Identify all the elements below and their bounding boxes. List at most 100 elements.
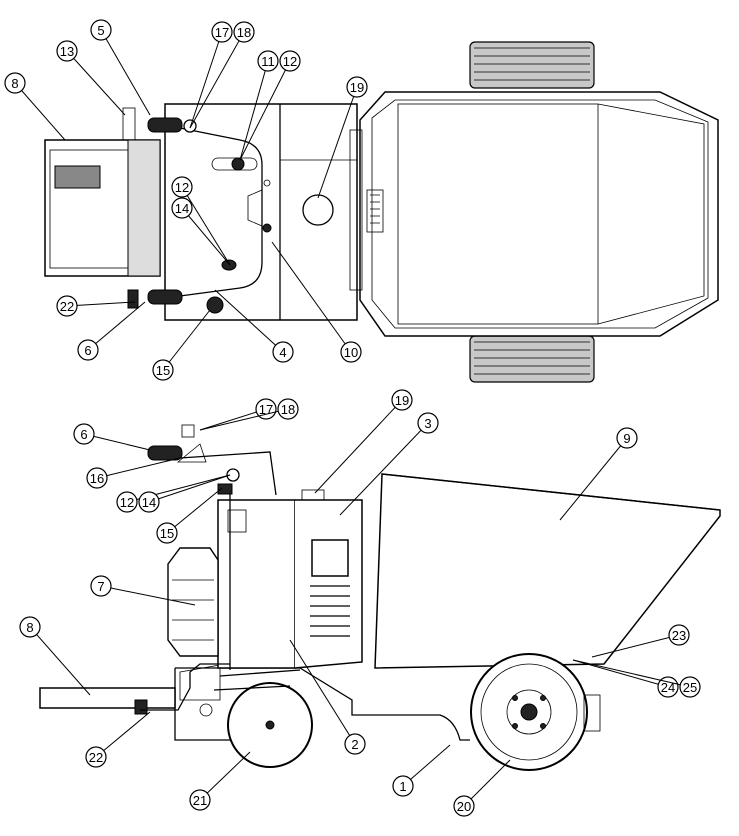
callout-22: 22 (85, 711, 151, 768)
callout-label: 3 (424, 416, 431, 431)
leader-line (83, 433, 151, 451)
leader-line (317, 86, 358, 199)
callout-circle (391, 389, 413, 411)
callout-circle (657, 676, 679, 698)
callout-1: 1 (392, 744, 451, 797)
callout-6: 6 (73, 423, 151, 451)
callout-circle (171, 176, 193, 198)
callout-13: 13 (56, 40, 126, 116)
leader-line (181, 207, 231, 266)
callout-3: 3 (339, 412, 439, 516)
callout-17: 17 (199, 398, 277, 431)
callout-label: 16 (90, 471, 104, 486)
callout-circle (86, 467, 108, 489)
callout-9: 9 (559, 427, 638, 521)
callout-label: 22 (60, 299, 74, 314)
side-handle (147, 424, 277, 670)
callout-20: 20 (453, 759, 511, 817)
callout-label: 24 (661, 680, 675, 695)
callout-circle (211, 21, 233, 43)
callout-18: 18 (199, 398, 299, 431)
callout-label: 7 (97, 579, 104, 594)
callout-circle (77, 339, 99, 361)
callout-12: 12 (239, 50, 301, 161)
callout-circle (392, 775, 414, 797)
callout-15: 15 (152, 309, 211, 381)
callout-circle (679, 676, 701, 698)
leader-line (100, 29, 151, 116)
leader-line (66, 50, 126, 116)
leader-line (199, 408, 289, 431)
callout-circle (19, 616, 41, 638)
callout-19: 19 (317, 76, 368, 199)
callout-circle (171, 197, 193, 219)
leader-line (239, 60, 269, 161)
callout-17: 17 (189, 21, 233, 129)
side-engine (167, 547, 219, 657)
callout-label: 15 (160, 526, 174, 541)
callout-16: 16 (86, 457, 181, 489)
callout-circle (255, 398, 277, 420)
callout-7: 7 (90, 575, 196, 606)
side-engine-housing (217, 489, 363, 669)
callout-label: 6 (84, 343, 91, 358)
callout-5: 5 (90, 19, 151, 116)
callout-label: 12 (120, 495, 134, 510)
leader-line (181, 186, 231, 266)
leader-line (189, 31, 245, 129)
leader-line (339, 422, 429, 516)
callout-circle (189, 789, 211, 811)
top-handle (179, 127, 272, 314)
leader-line (189, 31, 223, 129)
callout-6: 6 (77, 301, 146, 361)
callout-label: 8 (11, 76, 18, 91)
callout-label: 14 (175, 201, 189, 216)
leader-line (96, 457, 181, 479)
callout-25: 25 (572, 659, 701, 698)
callout-circle (233, 21, 255, 43)
side-wheel-rear (470, 653, 601, 771)
callout-circle (257, 50, 279, 72)
side-tow-bar (39, 663, 230, 715)
callout-label: 9 (623, 431, 630, 446)
side-spring (199, 669, 301, 717)
callout-circle (138, 491, 160, 513)
callout-label: 18 (281, 402, 295, 417)
leader-line (87, 301, 146, 351)
callout-12: 12 (116, 474, 231, 513)
side-chassis (174, 664, 470, 741)
callout-10: 10 (271, 241, 362, 363)
leader-line (289, 639, 356, 745)
callout-label: 2 (351, 737, 358, 752)
leader-line (314, 399, 403, 494)
callout-label: 20 (457, 799, 471, 814)
leader-line (14, 82, 66, 141)
leader-line (559, 437, 628, 521)
callout-circle (668, 624, 690, 646)
leader-line (162, 309, 211, 371)
callout-8: 8 (4, 72, 66, 141)
callout-circle (156, 522, 178, 544)
callout-2: 2 (289, 639, 366, 755)
callout-label: 14 (142, 495, 156, 510)
callout-circle (90, 19, 112, 41)
top-grips (147, 117, 197, 305)
top-tow-bar (44, 107, 161, 309)
callout-label: 11 (261, 54, 275, 69)
callout-21: 21 (189, 751, 251, 811)
side-view (39, 424, 721, 771)
leader-line (572, 659, 669, 688)
callout-label: 1 (399, 779, 406, 794)
callout-label: 19 (395, 393, 409, 408)
callout-circle (340, 341, 362, 363)
callout-circle (272, 341, 294, 363)
leader-line (100, 585, 196, 606)
callout-circle (56, 295, 78, 317)
callout-label: 21 (193, 793, 207, 808)
callout-label: 12 (175, 180, 189, 195)
leader-line (271, 241, 352, 353)
callout-circle (616, 427, 638, 449)
callout-4: 4 (214, 289, 294, 363)
leader-line (66, 301, 136, 307)
